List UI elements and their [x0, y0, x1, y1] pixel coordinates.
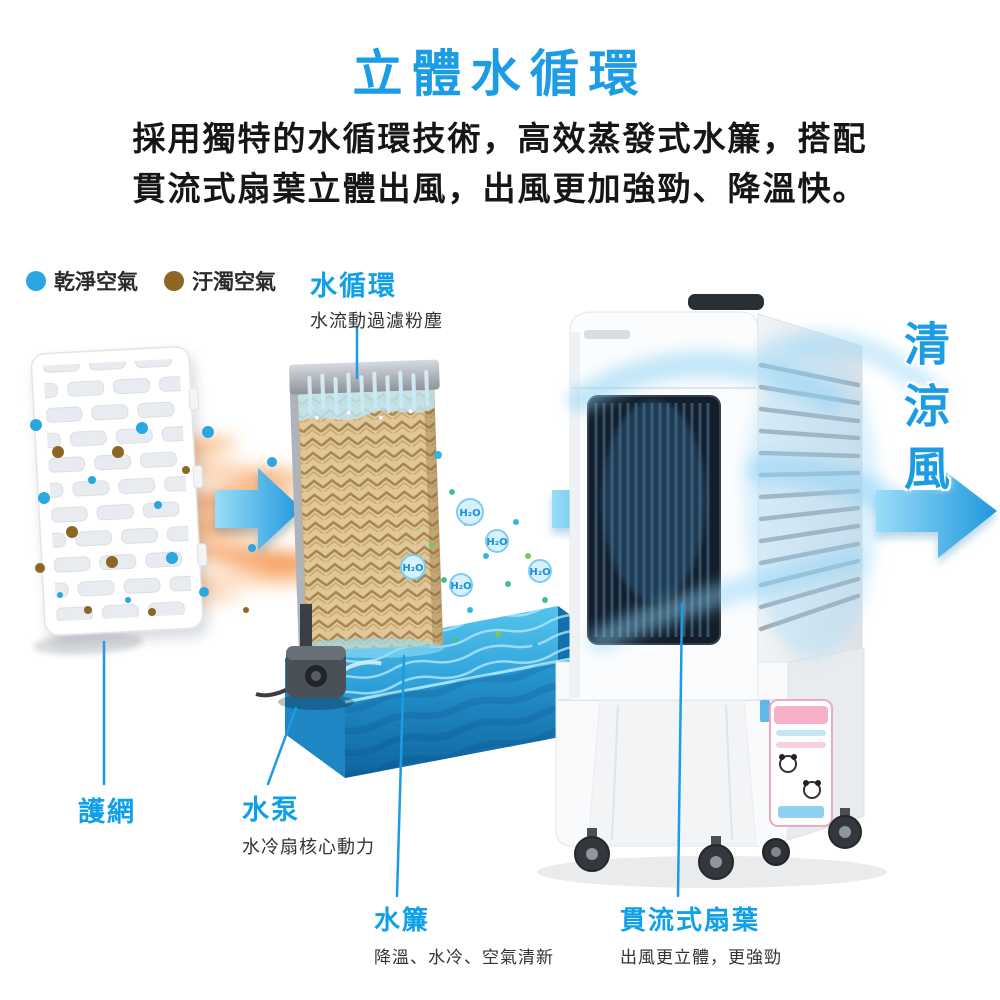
dirty-air-dot-icon: [164, 271, 184, 291]
h2o-bubbles: H₂O H₂O H₂O H₂O H₂O: [400, 498, 552, 597]
water-cycle-subtitle: 水流動過濾粉塵: [310, 311, 443, 332]
h2o-label: H₂O: [486, 537, 507, 548]
clean-air-dot-icon: [26, 271, 46, 291]
pump-title: 水泵: [242, 795, 300, 826]
callout-water-cycle: 水循環 水流動過濾粉塵: [310, 264, 443, 333]
h2o-label: H₂O: [459, 508, 480, 519]
callout-connectors: [102, 326, 684, 898]
control-sticker: [760, 699, 833, 827]
water-curtain-title: 水簾: [374, 906, 431, 936]
brand-logo: [584, 330, 630, 339]
crossflow-fan-window: [587, 395, 721, 645]
crossflow-fan-title: 貫流式扇葉: [620, 906, 761, 936]
h2o-label: H₂O: [450, 581, 471, 592]
legend-clean-air-label: 乾淨空氣: [54, 270, 138, 294]
cool-airflow-swooshes: [567, 330, 948, 658]
legend-dirty-air: 汙濁空氣: [164, 266, 276, 296]
page-title: 立體水循環: [352, 45, 648, 103]
caster-wheels: [574, 808, 862, 880]
airflow-arrow-left: [215, 468, 302, 550]
connector-water-curtain: [395, 654, 406, 898]
grille-label: 護網: [78, 797, 136, 828]
description-line-1: 採用獨特的水循環技術，高效蒸發式水簾，搭配: [132, 119, 868, 158]
water-curtain-subtitle: 降溫、水冷、空氣清新: [374, 948, 554, 968]
legend-clean-air: 乾淨空氣: [26, 266, 138, 296]
description-line-2: 貫流式扇葉立體出風，出風更加強勁、降溫快。: [132, 169, 868, 208]
legend-dirty-air-label: 汙濁空氣: [192, 270, 276, 294]
callout-water-curtain: 水簾 降溫、水冷、空氣清新: [374, 900, 554, 968]
air-legend: 乾淨空氣 汙濁空氣: [26, 266, 276, 296]
water-cycle-title: 水循環: [310, 271, 397, 302]
cool-breeze-label: 清涼風: [897, 320, 951, 506]
crossflow-fan-subtitle: 出風更立體，更強勁: [620, 948, 782, 968]
connector-crossflow-fan: [676, 602, 684, 898]
grille-panel: [30, 346, 208, 656]
water-pump: [255, 604, 354, 710]
pump-subtitle: 水冷扇核心動力: [242, 837, 375, 858]
callout-crossflow-fan: 貫流式扇葉 出風更立體，更強勁: [620, 900, 782, 968]
mist-particles: [429, 451, 548, 648]
h2o-label: H₂O: [402, 563, 423, 574]
callout-pump: 水泵 水冷扇核心動力: [242, 788, 375, 859]
water-curtain-pad: [289, 359, 444, 653]
airflow-arrow-right: [876, 466, 997, 558]
h2o-label: H₂O: [529, 567, 550, 578]
carry-handle: [688, 294, 764, 310]
connector-pump: [266, 706, 298, 786]
